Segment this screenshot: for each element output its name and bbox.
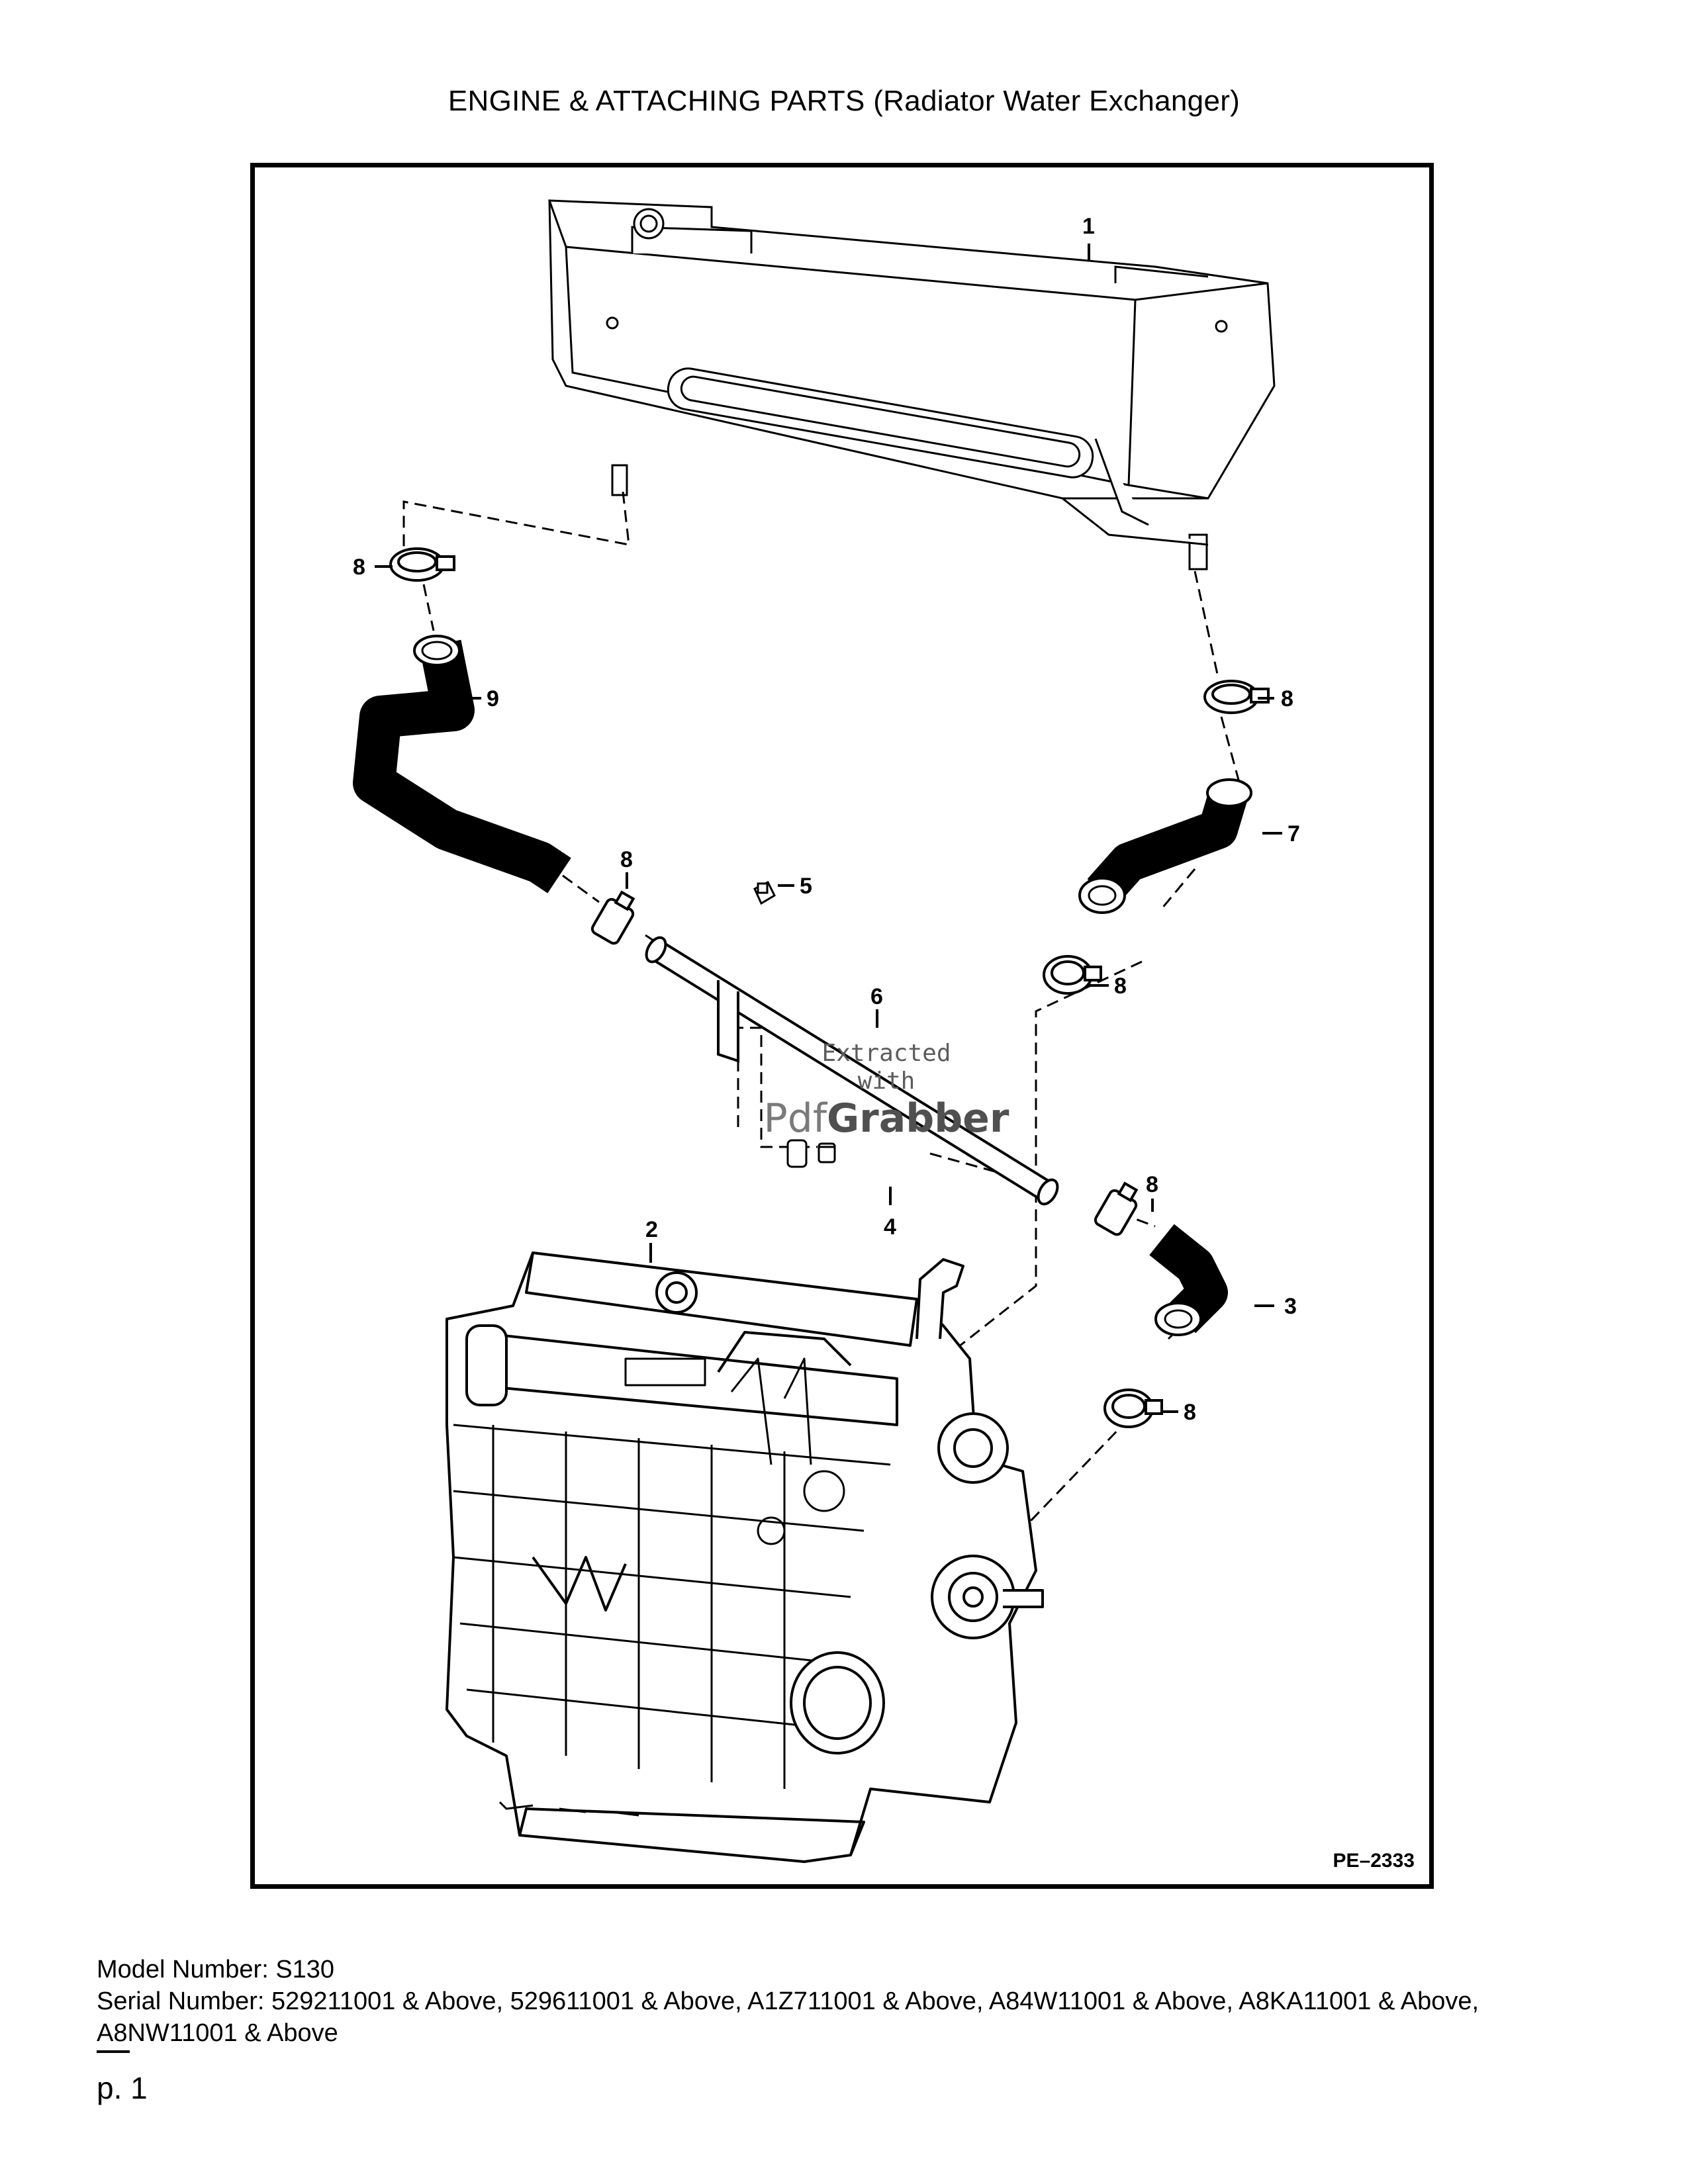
callout-8-upper-left: 8 — [353, 555, 365, 580]
callout-leaders — [375, 244, 1282, 1413]
document-metadata: Model Number: S130 Serial Number: 529211… — [97, 1954, 1593, 2049]
callout-8-pipe-right: 8 — [1146, 1172, 1158, 1197]
watermark-brand-light: Pdf — [763, 1095, 827, 1142]
figure-code: PE–2333 — [1333, 1850, 1415, 1872]
watermark-brand-bold: Grabber — [826, 1095, 1009, 1142]
parts-diagram: 1 2 3 4 5 6 7 8 8 8 8 8 8 9 Extracted wi… — [250, 163, 1434, 1889]
pdfgrabber-watermark: Extracted with PdfGrabber — [734, 1040, 1039, 1142]
callout-8-pipe-left: 8 — [620, 847, 633, 872]
callout-7: 7 — [1288, 821, 1300, 846]
watermark-line-with: with — [857, 1068, 915, 1095]
fitting-part-5 — [753, 880, 776, 905]
callout-3: 3 — [1284, 1294, 1297, 1319]
hose-part-7 — [1078, 778, 1252, 914]
page-separator — [97, 2050, 130, 2053]
callout-1: 1 — [1082, 214, 1095, 239]
watermark-brand: PdfGrabber — [734, 1095, 1039, 1142]
engine-part-2 — [445, 1251, 1044, 1863]
page-title: ENGINE & ATTACHING PARTS (Radiator Water… — [447, 85, 1241, 117]
hose-part-3 — [1149, 1224, 1228, 1336]
page-number: p. 1 — [97, 2071, 148, 2105]
exploded-view-drawing: 1 2 3 4 5 6 7 8 8 8 8 8 8 9 — [353, 199, 1300, 1863]
callout-8-middle-right: 8 — [1114, 974, 1127, 999]
model-number: Model Number: S130 — [97, 1956, 335, 1983]
callout-8-lower-right: 8 — [1184, 1400, 1196, 1425]
callout-9: 9 — [487, 686, 499, 711]
callout-4: 4 — [884, 1214, 896, 1240]
hose-clamps-part-8 — [389, 547, 1270, 1428]
hose-part-9 — [353, 635, 571, 893]
serial-number: Serial Number: 529211001 & Above, 529611… — [97, 1987, 1479, 2047]
pipe-part-6 — [645, 936, 1059, 1206]
watermark-line-extracted: Extracted — [821, 1040, 951, 1067]
callout-5: 5 — [800, 874, 812, 899]
callout-6: 6 — [870, 984, 883, 1009]
callout-8-upper-right: 8 — [1281, 686, 1293, 711]
radiator-part-1 — [548, 199, 1276, 570]
callout-2: 2 — [645, 1217, 658, 1242]
callout-numbers: 1 2 3 4 5 6 7 8 8 8 8 8 8 9 — [353, 214, 1300, 1425]
fitting-part-4 — [786, 1139, 836, 1168]
